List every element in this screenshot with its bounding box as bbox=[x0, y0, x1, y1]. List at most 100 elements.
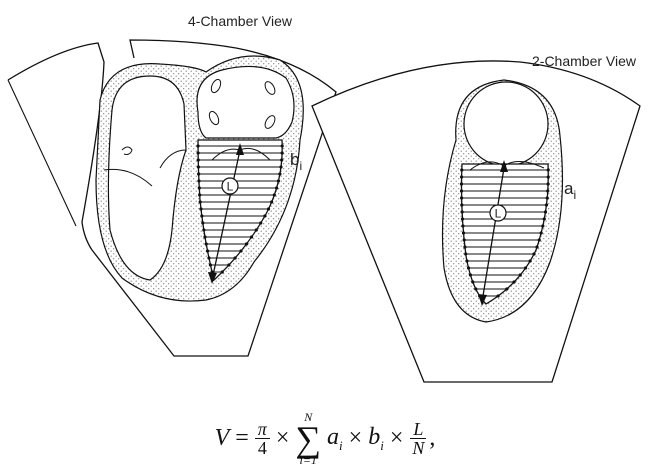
disc-endpoint bbox=[532, 252, 536, 256]
disc-endpoint bbox=[197, 186, 201, 190]
disc-endpoint bbox=[270, 200, 274, 204]
disc-endpoint bbox=[466, 266, 471, 270]
disc-endpoint bbox=[459, 175, 464, 179]
disc-endpoint bbox=[254, 228, 258, 232]
formula-times-3: × bbox=[389, 425, 404, 452]
disc-endpoint bbox=[259, 221, 263, 225]
two-chamber-disc-lines bbox=[459, 168, 550, 298]
disc-endpoint bbox=[460, 196, 464, 200]
simpson-volume-formula: V = π 4 × N ∑ i=1 ai × bi × L N , bbox=[0, 410, 650, 468]
two-chamber-axis-arrow-bottom bbox=[478, 294, 487, 306]
disc-diameter-a-label: ai bbox=[564, 179, 576, 202]
disc-endpoint bbox=[198, 193, 202, 197]
formula-a-term: ai bbox=[327, 424, 343, 453]
formula-b-term: bi bbox=[368, 424, 384, 453]
disc-endpoint bbox=[266, 207, 271, 211]
disc-endpoint bbox=[244, 242, 249, 246]
disc-endpoint bbox=[543, 210, 548, 214]
disc-endpoint bbox=[546, 182, 550, 186]
disc-endpoint bbox=[546, 189, 550, 193]
disc-endpoint bbox=[464, 252, 468, 256]
disc-endpoint bbox=[233, 256, 237, 260]
four-chamber-view: L 4-Chamber View bi bbox=[7, 13, 337, 357]
formula-l-over-n: L N bbox=[410, 418, 427, 459]
disc-endpoint bbox=[280, 144, 284, 148]
formula-comma: , bbox=[429, 425, 436, 452]
disc-endpoint bbox=[200, 214, 204, 218]
four-chamber-title: 4-Chamber View bbox=[188, 13, 293, 29]
disc-endpoint bbox=[279, 165, 283, 169]
formula-equals: = bbox=[235, 425, 249, 452]
disc-endpoint bbox=[468, 273, 473, 277]
disc-endpoint bbox=[220, 270, 224, 274]
disc-endpoint bbox=[263, 214, 267, 218]
formula-summation: N ∑ i=1 bbox=[295, 410, 322, 468]
disc-endpoint bbox=[505, 287, 509, 291]
disc-endpoint bbox=[523, 266, 528, 270]
formula-volume: V bbox=[214, 425, 230, 452]
disc-endpoint bbox=[272, 193, 276, 197]
disc-endpoint bbox=[459, 182, 464, 186]
four-chamber-long-axis bbox=[211, 149, 241, 281]
disc-endpoint bbox=[471, 280, 475, 284]
disc-endpoint bbox=[202, 228, 206, 232]
disc-endpoint bbox=[203, 235, 207, 239]
disc-endpoint bbox=[278, 172, 282, 176]
four-chamber-disc-lines bbox=[196, 144, 284, 274]
two-chamber-axis-marker bbox=[489, 204, 507, 222]
disc-endpoint bbox=[539, 231, 543, 235]
four-chamber-axis-arrow-bottom bbox=[208, 272, 217, 284]
disc-endpoint bbox=[196, 158, 200, 162]
disc-endpoint bbox=[460, 203, 464, 207]
apical-views-diagram: L 4-Chamber View bi L 2-Chamber View ai bbox=[7, 13, 641, 383]
four-chamber-sector bbox=[7, 39, 337, 357]
disc-endpoint bbox=[465, 259, 469, 263]
disc-endpoint bbox=[546, 175, 550, 179]
disc-endpoint bbox=[274, 186, 279, 190]
disc-endpoint bbox=[204, 242, 208, 246]
disc-endpoint bbox=[201, 221, 205, 225]
disc-endpoint bbox=[545, 196, 549, 200]
disc-endpoint bbox=[518, 273, 522, 277]
disc-endpoint bbox=[198, 200, 202, 204]
two-chamber-view: L 2-Chamber View ai bbox=[311, 53, 641, 383]
formula-times-2: × bbox=[348, 425, 363, 452]
disc-endpoint bbox=[196, 151, 200, 155]
disc-endpoint bbox=[462, 238, 466, 242]
disc-endpoint bbox=[544, 203, 549, 207]
disc-endpoint bbox=[460, 210, 464, 214]
disc-endpoint bbox=[239, 249, 243, 253]
disc-endpoint bbox=[276, 179, 281, 183]
disc-endpoint bbox=[196, 144, 200, 148]
disc-endpoint bbox=[461, 224, 465, 228]
disc-endpoint bbox=[280, 158, 284, 162]
two-chamber-title: 2-Chamber View bbox=[532, 53, 637, 69]
disc-endpoint bbox=[496, 294, 500, 298]
left-atrium-2ch bbox=[463, 81, 549, 167]
disc-endpoint bbox=[205, 249, 210, 253]
two-chamber-long-axis bbox=[481, 167, 505, 303]
disc-endpoint bbox=[197, 172, 201, 176]
disc-endpoint bbox=[528, 259, 532, 263]
disc-endpoint bbox=[546, 168, 550, 172]
four-chamber-axis-label: L bbox=[227, 180, 234, 194]
disc-endpoint bbox=[460, 168, 464, 172]
disc-endpoint bbox=[541, 224, 545, 228]
disc-endpoint bbox=[227, 263, 231, 267]
disc-endpoint bbox=[535, 245, 539, 249]
disc-endpoint bbox=[542, 217, 546, 221]
four-chamber-axis-arrow-top bbox=[236, 143, 244, 155]
disc-endpoint bbox=[512, 280, 516, 284]
left-atrium-4ch bbox=[196, 65, 295, 139]
disc-endpoint bbox=[207, 256, 211, 260]
disc-endpoint bbox=[461, 231, 466, 235]
disc-endpoint bbox=[537, 238, 541, 242]
disc-endpoint bbox=[249, 235, 254, 239]
disc-endpoint bbox=[208, 263, 213, 267]
two-chamber-axis-arrow-top bbox=[500, 160, 508, 172]
disc-endpoint bbox=[199, 207, 203, 211]
four-chamber-axis-marker bbox=[221, 177, 239, 195]
disc-endpoint bbox=[460, 217, 465, 221]
formula-pi-over-four: π 4 bbox=[254, 419, 270, 459]
right-heart-chamber bbox=[107, 75, 187, 281]
